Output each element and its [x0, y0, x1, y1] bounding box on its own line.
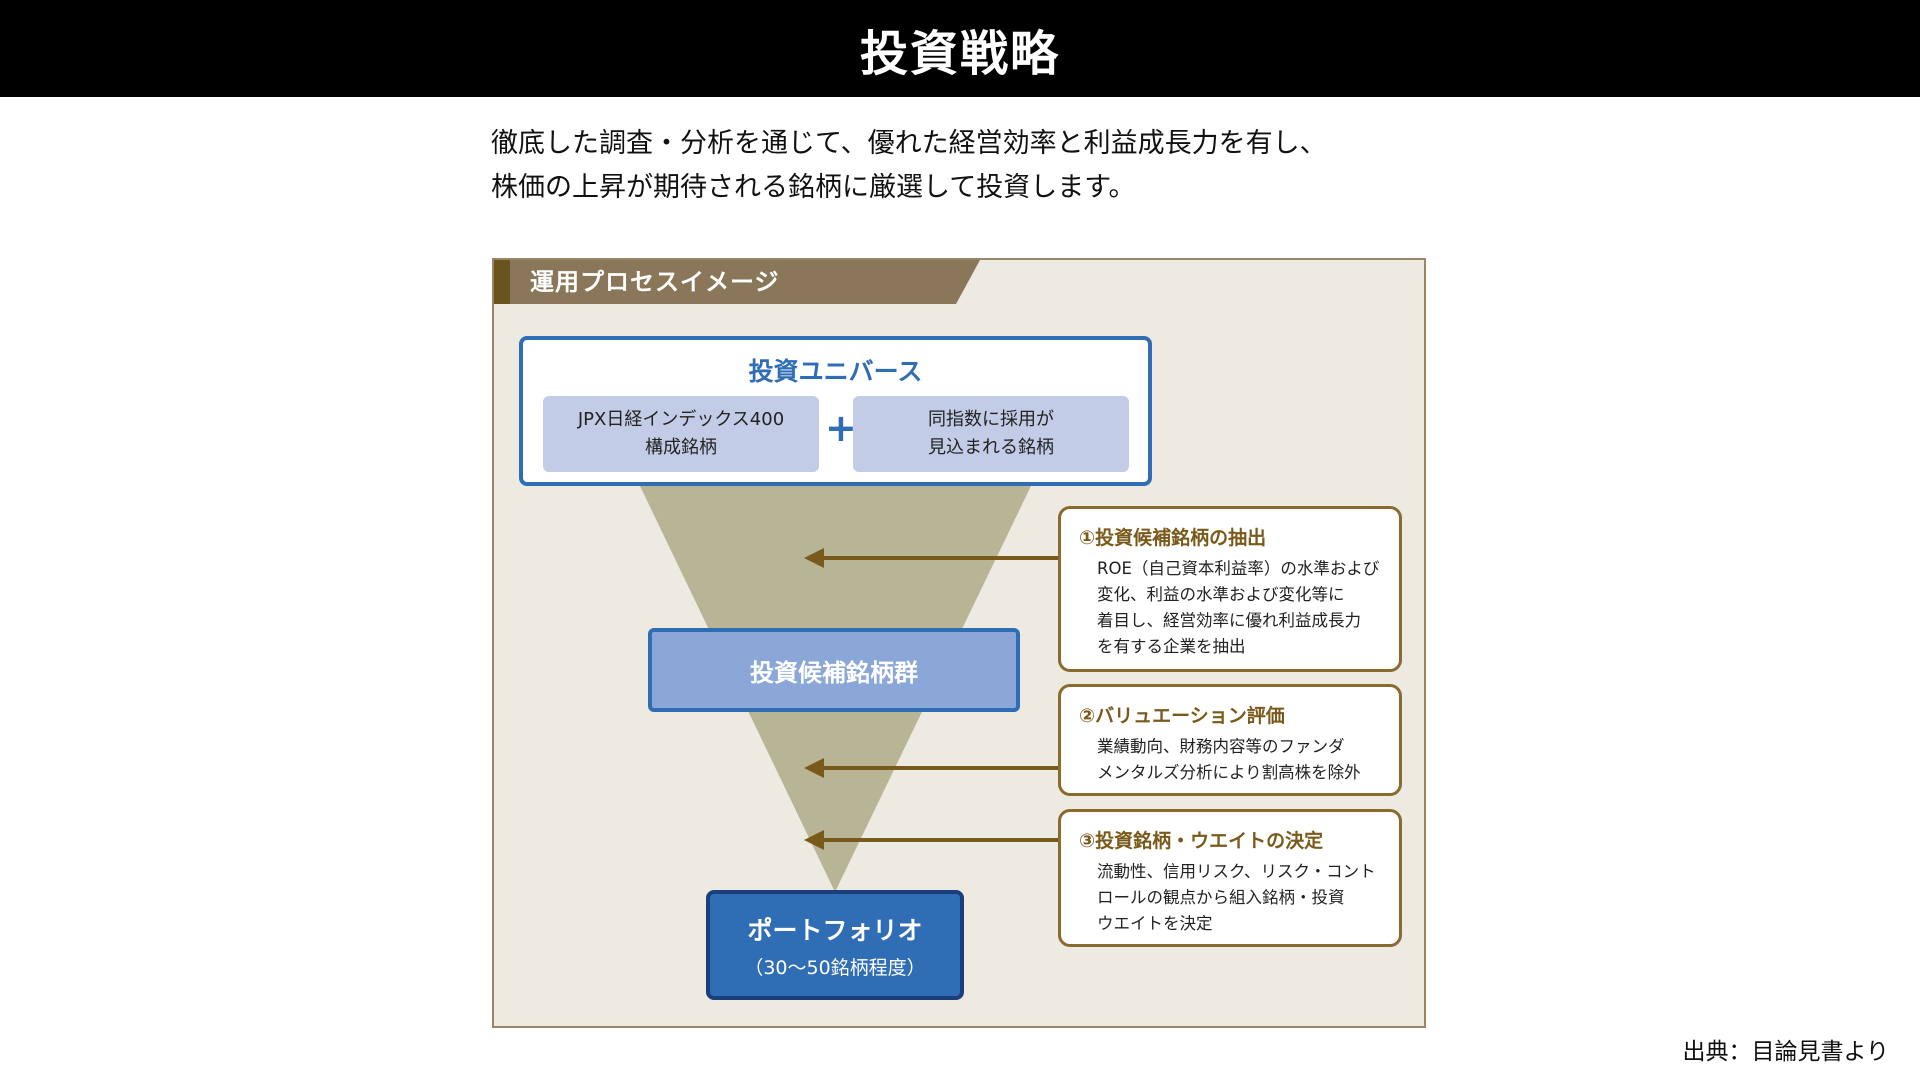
candidate-group-box: 投資候補銘柄群	[648, 628, 1020, 712]
universe-right-line-2: 見込まれる銘柄	[928, 437, 1054, 458]
step-1-line: 変化、利益の水準および変化等に	[1097, 585, 1345, 604]
step-3-title: ③投資銘柄・ウエイトの決定	[1079, 830, 1324, 852]
panel-header-bg	[494, 260, 980, 304]
panel-header-shape	[494, 260, 980, 304]
universe-left-line-2: 構成銘柄	[645, 437, 717, 458]
panel-header-label: 運用プロセスイメージ	[530, 268, 780, 296]
arrow-step-2	[804, 758, 1058, 778]
plus-sign: +	[825, 406, 857, 450]
universe-title: 投資ユニバース	[748, 357, 923, 386]
step-3-box: ③投資銘柄・ウエイトの決定 流動性、信用リスク、リスク・コント ロールの観点から…	[1058, 809, 1402, 947]
panel-header-accent	[494, 260, 510, 304]
step-3-line: ウエイトを決定	[1097, 914, 1213, 933]
step-1-body: ROE（自己資本利益率）の水準および 変化、利益の水準および変化等に 着目し、経…	[1079, 556, 1385, 660]
universe-left-line-1: JPX日経インデックス400	[577, 409, 785, 430]
universe-expected-box: 同指数に採用が 見込まれる銘柄	[853, 396, 1129, 472]
step-3-line: ロールの観点から組入銘柄・投資	[1097, 888, 1345, 907]
page-title: 投資戦略	[859, 25, 1060, 82]
process-panel: 運用プロセスイメージ 投資ユニバース JPX日経インデックス400 構成銘柄 +…	[492, 258, 1426, 1028]
step-1-line: ROE（自己資本利益率）の水準および	[1097, 559, 1380, 578]
intro-line-1: 徹底した調査・分析を通じて、優れた経営効率と利益成長力を有し、	[491, 128, 1327, 159]
portfolio-title: ポートフォリオ	[747, 915, 923, 945]
intro-line-2: 株価の上昇が期待される銘柄に厳選して投資します。	[491, 172, 1136, 203]
step-3-body: 流動性、信用リスク、リスク・コント ロールの観点から組入銘柄・投資 ウエイトを決…	[1079, 859, 1385, 937]
step-2-line: 業績動向、財務内容等のファンダ	[1097, 737, 1345, 756]
step-1-line: を有する企業を抽出	[1097, 637, 1246, 656]
intro-text: 徹底した調査・分析を通じて、優れた経営効率と利益成長力を有し、 株価の上昇が期待…	[491, 122, 1327, 210]
step-2-line: メンタルズ分析により割高株を除外	[1097, 763, 1361, 782]
step-1-title: ①投資候補銘柄の抽出	[1079, 527, 1267, 549]
step-2-body: 業績動向、財務内容等のファンダ メンタルズ分析により割高株を除外	[1079, 734, 1385, 786]
universe-jpx400-box: JPX日経インデックス400 構成銘柄	[543, 396, 819, 472]
portfolio-box: ポートフォリオ （30〜50銘柄程度）	[706, 890, 964, 1000]
step-1-box: ①投資候補銘柄の抽出 ROE（自己資本利益率）の水準および 変化、利益の水準およ…	[1058, 506, 1402, 672]
step-2-box: ②バリュエーション評価 業績動向、財務内容等のファンダ メンタルズ分析により割高…	[1058, 684, 1402, 796]
step-3-line: 流動性、信用リスク、リスク・コント	[1097, 862, 1376, 881]
universe-right-line-1: 同指数に採用が	[928, 409, 1054, 430]
source-note: 出典：目論見書より	[1682, 1039, 1889, 1065]
step-1-line: 着目し、経営効率に優れ利益成長力	[1097, 611, 1361, 630]
portfolio-subtitle: （30〜50銘柄程度）	[744, 956, 926, 979]
arrow-step-3	[804, 830, 1058, 850]
step-2-title: ②バリュエーション評価	[1079, 705, 1285, 727]
arrow-step-1	[804, 548, 1058, 568]
title-bar: 投資戦略	[0, 0, 1920, 97]
investment-universe-box: 投資ユニバース JPX日経インデックス400 構成銘柄 + 同指数に採用が 見込…	[519, 336, 1152, 486]
